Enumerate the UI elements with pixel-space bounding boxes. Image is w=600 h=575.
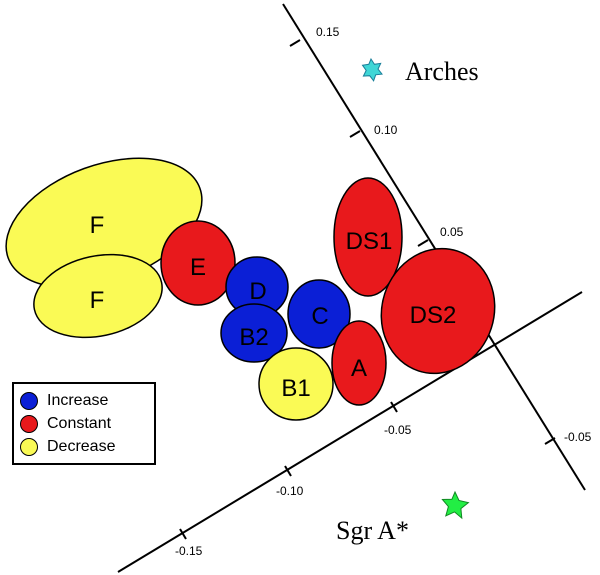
region-c: C bbox=[287, 279, 351, 349]
axis-1-tick-label: 0.10 bbox=[374, 123, 398, 137]
legend-swatch-increase bbox=[20, 392, 38, 410]
arches-star-icon bbox=[361, 57, 383, 82]
region-b1: B1 bbox=[258, 347, 334, 421]
axis-1-tick-label: -0.05 bbox=[564, 430, 592, 444]
legend-item-decrease: Decrease bbox=[20, 436, 115, 458]
axis-1-tick bbox=[544, 437, 556, 445]
region-label: F bbox=[90, 212, 105, 239]
sgra-label: Sgr A* bbox=[336, 516, 409, 545]
region-ds1: DS1 bbox=[333, 177, 403, 297]
region-label: B2 bbox=[239, 324, 268, 351]
axis-2-tick-label: -0.05 bbox=[384, 423, 412, 437]
legend-swatch-constant bbox=[20, 415, 38, 433]
region-f-lower: F bbox=[33, 253, 163, 339]
axis-2-tick bbox=[390, 401, 398, 413]
region-label: A bbox=[351, 355, 367, 382]
legend: Increase Constant Decrease bbox=[12, 382, 156, 465]
axis-2-tick-label: -0.10 bbox=[276, 484, 304, 498]
region-label: C bbox=[311, 303, 328, 330]
axis-2-tick bbox=[179, 528, 187, 540]
axis-1-tick-label: 0.05 bbox=[440, 225, 464, 239]
axis-1-tick bbox=[417, 239, 429, 247]
legend-label: Constant bbox=[47, 415, 112, 432]
region-label: F bbox=[90, 287, 105, 314]
region-f-upper: F bbox=[5, 157, 203, 289]
region-label: E bbox=[190, 254, 206, 281]
arches-label: Arches bbox=[405, 57, 479, 86]
region-label: D bbox=[249, 278, 266, 305]
region-label: B1 bbox=[281, 375, 310, 402]
axis-2 bbox=[117, 291, 583, 573]
axis-1-tick-label: 0.15 bbox=[316, 25, 340, 39]
axis-2-tick bbox=[284, 465, 292, 477]
legend-label: Decrease bbox=[47, 438, 116, 455]
legend-swatch-decrease bbox=[20, 438, 38, 456]
region-label: DS2 bbox=[410, 302, 457, 329]
axis-2-tick-label: -0.15 bbox=[175, 544, 203, 558]
legend-label: Increase bbox=[47, 392, 109, 409]
region-e: E bbox=[160, 220, 236, 306]
legend-item-increase: Increase bbox=[20, 390, 108, 412]
region-d: D bbox=[225, 256, 289, 318]
region-a: A bbox=[331, 320, 387, 406]
axis-1 bbox=[282, 3, 586, 491]
legend-item-constant: Constant bbox=[20, 413, 111, 435]
sgra-star-icon bbox=[441, 490, 470, 520]
region-label: DS1 bbox=[346, 228, 393, 255]
axis-1-tick bbox=[289, 39, 301, 47]
region-ds2: DS2 bbox=[380, 247, 496, 375]
axis-1-tick bbox=[349, 130, 361, 138]
region-b2: B2 bbox=[220, 303, 288, 363]
